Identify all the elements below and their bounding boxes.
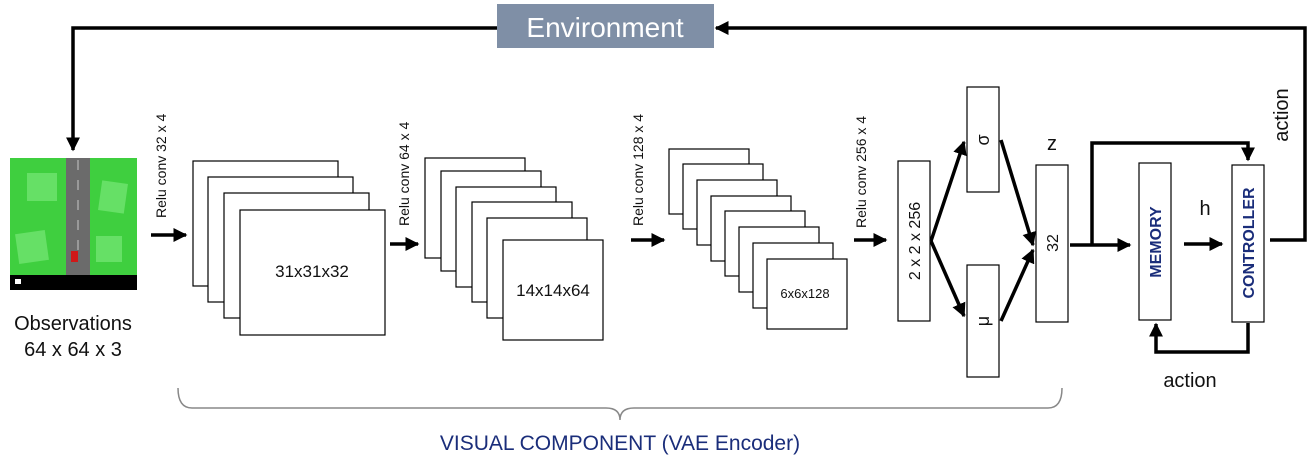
conv3-op-label: Relu conv 128 x 4 [630, 114, 646, 226]
observations-size: 64 x 64 x 3 [24, 339, 122, 361]
conv1-stack [192, 160, 386, 336]
conv3-stack [668, 148, 848, 330]
sigma-to-z-arrow [999, 139, 1037, 247]
flatten-to-mu-arrow [929, 240, 966, 318]
sigma-label: σ [973, 134, 993, 145]
z-value: 32 [1045, 234, 1062, 252]
mu-label: μ [973, 316, 993, 326]
flatten-to-sigma-arrow [929, 140, 967, 242]
environment-label: Environment [526, 12, 683, 43]
conv2-op-label: Relu conv 64 x 4 [396, 122, 412, 226]
action-top-label: action [1271, 88, 1293, 141]
visual-component-bracket [177, 387, 1063, 421]
conv1-output-label: 31x31x32 [275, 262, 349, 281]
flatten-label: 2 x 2 x 256 [907, 202, 924, 280]
conv4-op-label: Relu conv 256 x 4 [853, 116, 869, 228]
memory-label: MEMORY [1148, 206, 1165, 278]
observations-label: Observations [14, 313, 132, 335]
memory-box [1138, 162, 1172, 321]
environment-box [497, 4, 714, 48]
z-to-controller-arrow [1090, 141, 1255, 245]
conv2-output-label: 14x14x64 [516, 281, 590, 300]
mu-box [966, 264, 1000, 378]
env-to-observation-arrow [66, 26, 497, 152]
action-bottom-label: action [1163, 370, 1216, 392]
controller-to-env-arrow [714, 21, 1307, 242]
h-label: h [1199, 198, 1210, 220]
visual-component-label: VISUAL COMPONENT (VAE Encoder) [440, 432, 800, 455]
mu-to-z-arrow [999, 248, 1035, 322]
conv3-output-label: 6x6x128 [780, 286, 829, 301]
flatten-box [897, 160, 931, 322]
sigma-box [966, 86, 1000, 193]
controller-to-memory-action-arrow [1149, 322, 1250, 354]
observation-image [10, 158, 137, 290]
z-title: z [1047, 133, 1057, 155]
controller-box [1231, 164, 1265, 323]
conv2-stack [424, 157, 604, 341]
z-box [1035, 164, 1069, 323]
controller-label: CONTROLLER [1241, 187, 1258, 299]
conv1-op-label: Relu conv 32 x 4 [153, 114, 169, 218]
